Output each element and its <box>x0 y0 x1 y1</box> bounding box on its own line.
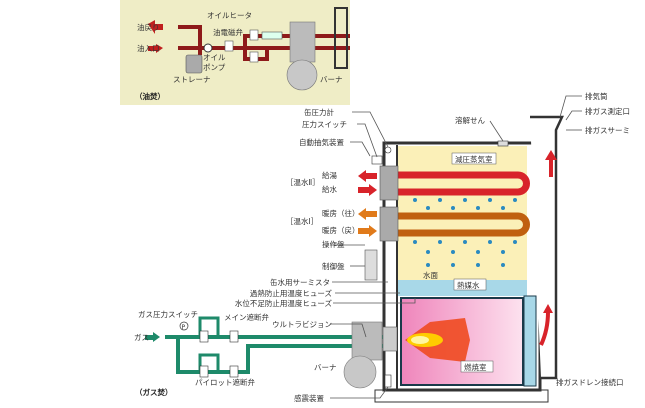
gas-pressure-switch-icon <box>179 321 189 331</box>
oil-pump-label-2: ポンプ <box>203 63 226 72</box>
heating-out-arrow-icon <box>358 208 377 220</box>
oil-burner-body <box>289 21 316 63</box>
flue-gas-port-label: 排ガス測定口 <box>585 106 630 116</box>
combustion-chamber-label: 燃焼室 <box>464 362 487 372</box>
pressure-gauge-icon <box>384 146 392 154</box>
oil-solenoid-label: 油電磁弁 <box>213 27 243 37</box>
main-shutoff-label: メイン遮断弁 <box>224 312 269 322</box>
oil-return-label: 油戻り <box>137 22 160 32</box>
ultravision-label: ウルトラビジョン <box>272 320 332 329</box>
water-surface-label: 水面 <box>423 270 438 280</box>
drain-port-label: 排ガスドレン接続口 <box>556 377 624 387</box>
flue-gas-thermistor-label: 排ガスサーミ <box>585 125 630 135</box>
control-panel-label: 制御盤 <box>322 261 345 271</box>
overheat-fuse-label: 過熱防止用温度ヒューズ <box>250 288 333 298</box>
hot-water-2-label: ［温水Ⅱ］ <box>286 177 320 187</box>
oil-pump-label: オイル <box>203 53 226 62</box>
leader-lines <box>330 95 582 399</box>
supply-hot-label: 給湯 <box>322 170 337 180</box>
gas-burner-label: バーナ <box>314 363 337 372</box>
hot-water-1-label: ［温水Ⅰ］ <box>286 216 318 226</box>
pilot-shutoff-label: パイロット遮断弁 <box>195 377 255 387</box>
heating-return-arrow-icon <box>358 225 377 237</box>
supply-water-arrow-icon <box>358 184 377 196</box>
heating-out-label: 暖房（往） <box>322 208 360 218</box>
fusible-plug-icon <box>497 140 509 147</box>
pilot-shutoff-valve-1 <box>199 365 209 378</box>
svg-text:P: P <box>182 324 186 331</box>
gas-firing-train: P <box>145 316 398 389</box>
gas-blower-icon <box>343 355 377 389</box>
condensate-drops <box>413 198 517 267</box>
control-panel-box <box>364 249 378 281</box>
pressure-switch-label: 圧力スイッチ <box>302 119 347 129</box>
oil-firing-title: （油焚） <box>135 91 165 101</box>
operation-panel-label: 操作盤 <box>322 239 345 249</box>
gas-label: ガス <box>134 332 149 342</box>
oil-return-arrow-icon <box>148 20 163 34</box>
supply-water-label: 給水 <box>322 184 337 194</box>
oil-inlet-arrow-icon <box>148 44 163 53</box>
gas-burner-body <box>351 321 383 361</box>
strainer-icon <box>185 54 203 74</box>
strainer-label: ストレーナ <box>173 75 211 84</box>
blower-icon <box>286 59 318 91</box>
stack-label: 排気筒 <box>585 91 608 101</box>
gas-firing-title: （ガス焚） <box>135 387 173 397</box>
steam-chamber-label: 減圧蒸気室 <box>455 154 493 164</box>
can-water-thermistor-label: 缶水用サーミスタ <box>270 277 330 287</box>
pressure-gauge-label: 缶圧力計 <box>304 107 334 117</box>
oil-solenoid-valve-icon <box>224 40 234 52</box>
oil-heater-icon <box>261 31 283 40</box>
exhaust-up-arrow-icon <box>545 150 557 177</box>
oil-inlet-label: 油入口 <box>137 43 160 53</box>
seismic-device-icon <box>384 374 392 388</box>
gas-pressure-switch-label: ガス圧力スイッチ <box>138 309 198 319</box>
auto-bleed-icon <box>371 155 383 165</box>
gas-inlet-arrow-icon <box>145 332 160 342</box>
heating-coil <box>398 212 530 237</box>
oil-pump-icon <box>203 43 213 53</box>
oil-burner-label: バーナ <box>320 75 343 84</box>
pilot-shutoff-valve-2 <box>229 365 239 378</box>
hot-water-coil <box>398 171 530 196</box>
fusible-plug-label: 溶解せん <box>455 115 485 125</box>
seismic-label: 感震装置 <box>294 393 324 403</box>
low-water-fuse-label: 水位不足防止用温度ヒューズ <box>235 298 333 308</box>
auto-bleed-label: 自動抽気装置 <box>299 137 344 147</box>
oil-firing-panel: 油戻り 油入口 オイルヒータ 油電磁弁 オイル ポンプ ストレーナ バーナ （油… <box>120 0 350 105</box>
exhaust-stack <box>530 115 564 380</box>
exhaust-curve-arrow-icon <box>543 304 553 313</box>
oil-heater-label: オイルヒータ <box>207 11 252 20</box>
main-shutoff-valve-1 <box>199 330 209 343</box>
heating-return-label: 暖房（戻） <box>322 225 360 235</box>
supply-hot-arrow-icon <box>358 170 377 182</box>
heat-medium-label: 熱媒水 <box>457 280 480 290</box>
main-shutoff-valve-2 <box>229 330 239 343</box>
